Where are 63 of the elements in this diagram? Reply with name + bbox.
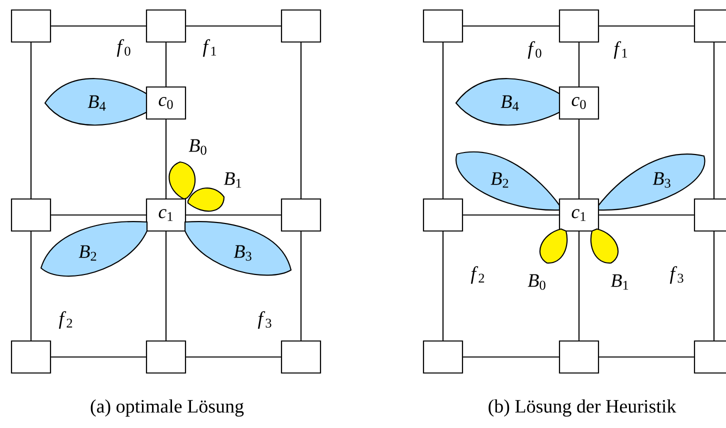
face-label: f$_{0}$ — [528, 41, 542, 59]
grid-line — [30, 232, 32, 340]
face-label: f$_{1}$ — [202, 39, 216, 57]
grid-line — [51, 356, 146, 358]
grid-line — [578, 232, 580, 340]
grid-line — [599, 356, 694, 358]
grid-line — [599, 214, 694, 216]
face-label: f$_{3}$ — [258, 311, 272, 329]
caption: (b) Lösung der Heuristik — [488, 399, 676, 417]
square-box — [422, 198, 464, 232]
grid-line — [186, 214, 281, 216]
labeled-box: c$_{1}$ — [558, 198, 600, 232]
petal: B$_{4}$ — [44, 78, 148, 126]
labeled-box: c$_{0}$ — [146, 86, 186, 120]
grid-line — [578, 42, 580, 86]
petal: B$_{2}$ — [456, 152, 561, 211]
node-label: B$_{1}$ — [224, 172, 242, 188]
labeled-box: c$_{1}$ — [146, 198, 186, 232]
square-box — [280, 340, 322, 374]
grid-line — [165, 120, 167, 198]
square-box — [558, 340, 600, 374]
node-label: B$_{0}$ — [188, 139, 206, 155]
caption: (a) optimale Lösung — [90, 399, 244, 417]
face-label: f$_{0}$ — [116, 39, 130, 57]
grid-line — [463, 214, 559, 216]
square-box — [280, 9, 322, 43]
square-box — [10, 9, 52, 43]
grid-line — [165, 232, 167, 340]
node-label: B$_{0}$ — [528, 274, 546, 290]
square-box — [422, 340, 464, 374]
labeled-box: c$_{0}$ — [558, 86, 600, 120]
petal: B$_{3}$ — [184, 221, 292, 276]
square-box — [558, 9, 600, 43]
grid-line — [51, 25, 146, 27]
grid-line — [165, 42, 167, 86]
grid-line — [186, 25, 281, 27]
grid-line — [463, 356, 559, 358]
square-box — [146, 340, 186, 374]
face-label: f$_{2}$ — [470, 266, 484, 284]
grid-line — [578, 120, 580, 198]
square-box — [146, 9, 186, 43]
face-label: f$_{3}$ — [670, 266, 684, 284]
grid-line — [51, 214, 146, 216]
petal: B$_{3}$ — [597, 154, 706, 211]
grid-line — [599, 25, 694, 27]
face-label: f$_{1}$ — [614, 41, 627, 59]
grid-line — [463, 25, 559, 27]
grid-line — [713, 42, 715, 198]
grid-line — [442, 42, 444, 198]
face-label: f$_{2}$ — [58, 311, 72, 329]
square-box — [10, 198, 52, 232]
grid-line — [442, 232, 444, 340]
grid-line — [300, 42, 302, 198]
node-label: B$_{1}$ — [610, 274, 628, 290]
square-box — [280, 198, 322, 232]
grid-line — [30, 42, 32, 198]
grid-line — [186, 356, 281, 358]
grid-line — [300, 232, 302, 340]
square-box — [422, 9, 464, 43]
petal: B$_{4}$ — [455, 78, 561, 126]
square-box — [10, 340, 52, 374]
grid-line — [713, 232, 715, 340]
petal: B$_{2}$ — [40, 221, 148, 277]
